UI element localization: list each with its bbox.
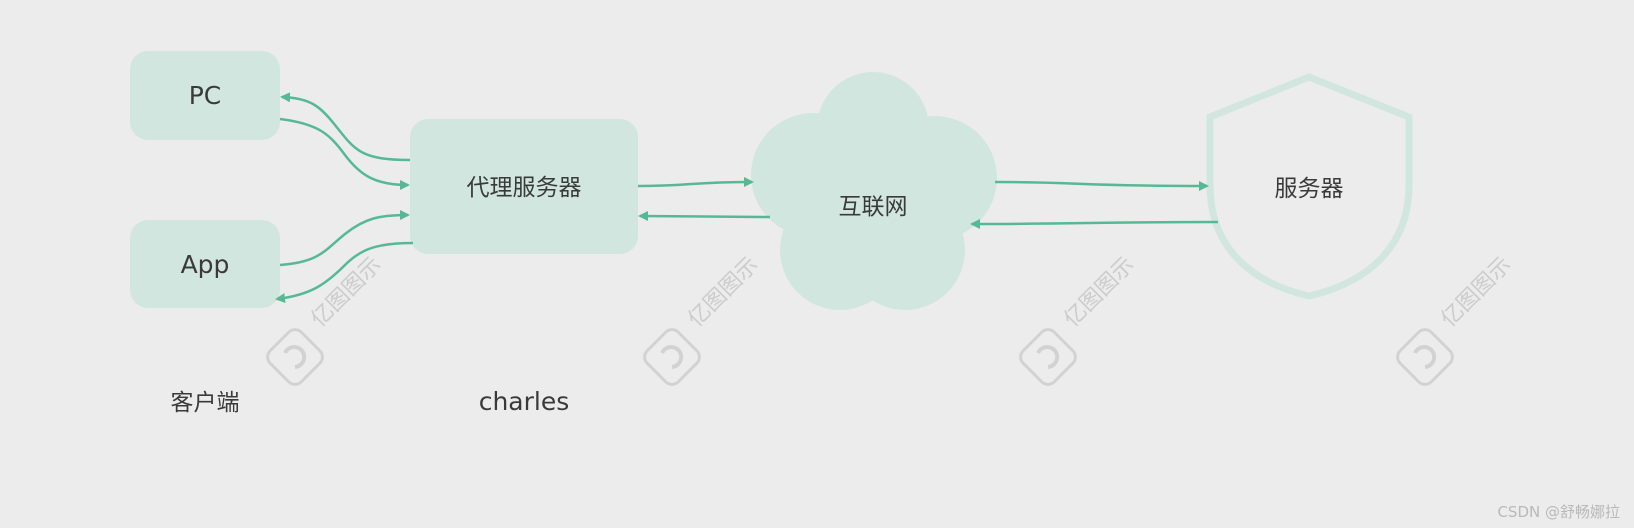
client-group-label: 客户端: [171, 390, 240, 416]
watermark-text: 亿图图示: [1060, 252, 1140, 332]
app-label: App: [181, 250, 230, 279]
app-node[interactable]: [130, 220, 280, 308]
arrow-proxy-to-pc: [280, 92, 411, 162]
arrow-internet-to-proxy: [638, 211, 771, 222]
server-label: 服务器: [1275, 176, 1344, 202]
watermark-logo-icon: [638, 323, 706, 391]
arrow-proxy-to-app: [275, 241, 414, 303]
watermark-logo-icon: [1014, 323, 1082, 391]
arrow-pc-to-proxy: [279, 117, 410, 190]
pc-node[interactable]: [130, 51, 280, 140]
footer-credit: CSDN @舒畅娜拉: [1497, 503, 1620, 521]
charles-group-label: charles: [479, 387, 570, 416]
proxy-node[interactable]: [410, 119, 638, 254]
pc-label: PC: [189, 81, 222, 110]
arrow-proxy-to-internet: [637, 177, 754, 188]
arrow-internet-to-server: [994, 180, 1209, 191]
watermark-text: 亿图图示: [684, 252, 764, 332]
arrow-app-to-proxy: [279, 210, 410, 267]
proxy-label: 代理服务器: [467, 175, 582, 201]
watermark-logo-icon: [261, 323, 329, 391]
connectors: [275, 92, 1219, 303]
arrow-server-to-internet: [970, 218, 1219, 229]
internet-label: 互联网: [839, 194, 908, 220]
server-shield-node[interactable]: [1206, 73, 1413, 300]
internet-cloud-node[interactable]: [751, 72, 997, 310]
watermark-text: 亿图图示: [1437, 252, 1517, 332]
watermark-logo-icon: [1391, 323, 1459, 391]
